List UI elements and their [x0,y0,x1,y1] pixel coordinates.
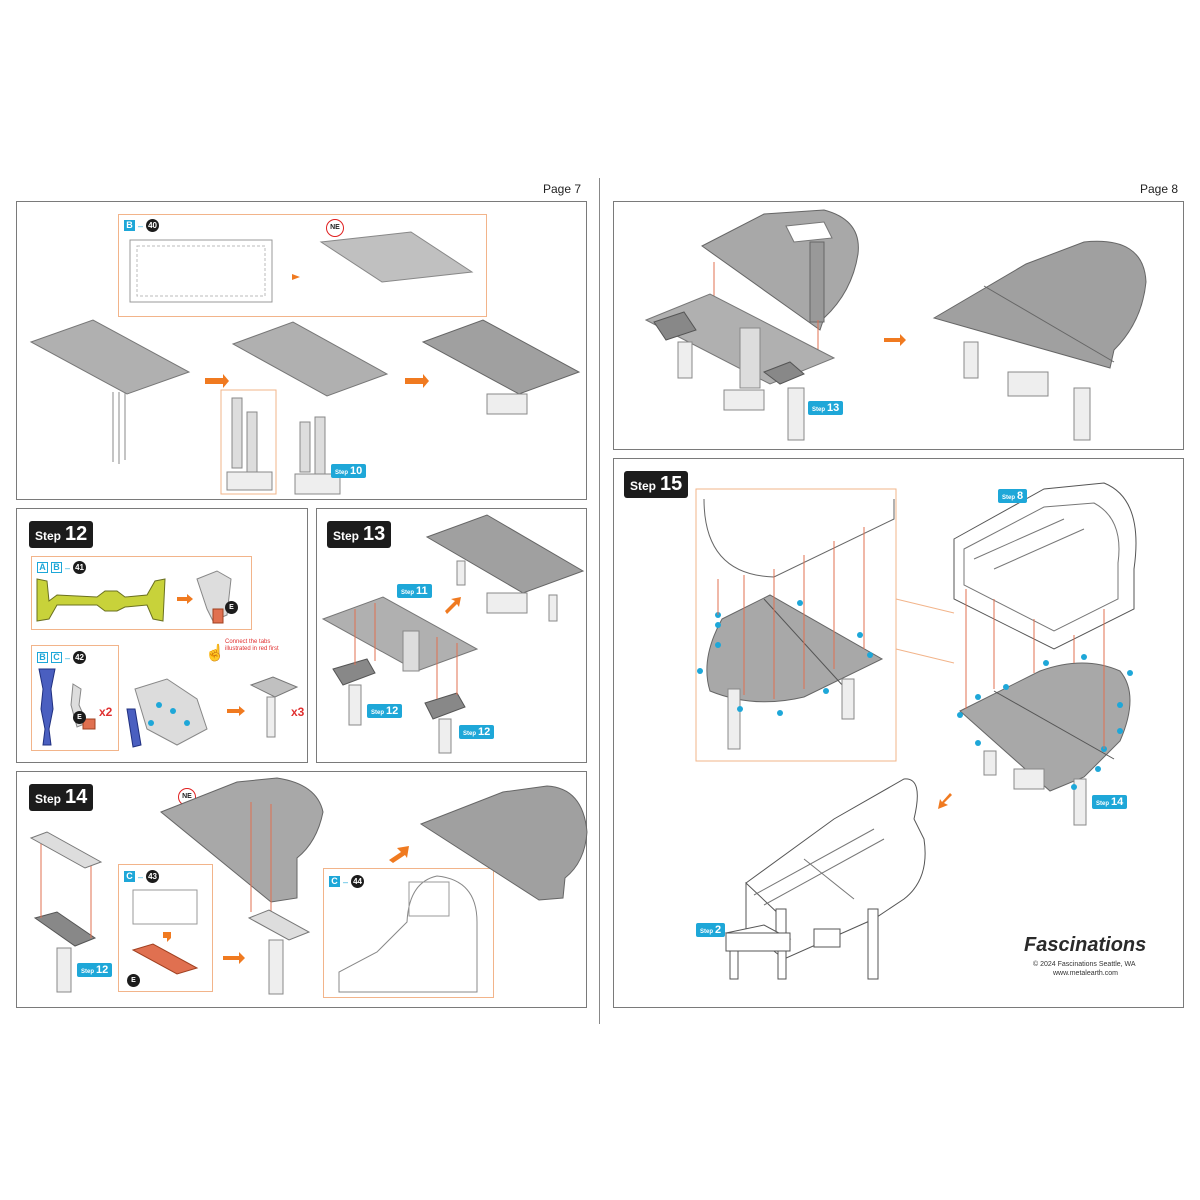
orange-arrow [389,846,409,863]
part-number: 40 [146,219,160,232]
copyright-text: © 2024 Fascinations Seattle, WA [1033,961,1136,968]
part-label-42: B C – 42 [37,651,87,664]
brand-logo: Fascinations [1024,934,1147,956]
part-e-marker: E [73,711,86,724]
orange-arrow [405,374,429,388]
page-number-right: Page 8 [1140,182,1179,196]
copyright-block: © 2024 Fascinations Seattle, WA www.meta… [1033,960,1136,978]
part-42-blue [38,668,56,746]
page-divider [599,178,600,1024]
part-label-44: C – 44 [329,875,365,888]
part-40-flat [129,239,273,303]
part-label-40: B – 40 [124,219,160,232]
instruction-note: Connect the tabs illustrated in red firs… [225,639,279,652]
base-plate [29,319,191,395]
step-13-drawing [321,514,585,754]
part-41-yellow [36,578,166,622]
website-url: www.metalearth.com [1053,970,1118,977]
part-label-41: A B – 41 [37,561,87,574]
multiplier-x3: x3 [291,705,305,719]
ne-marker: NE [326,219,344,237]
orange-arrow [884,334,906,346]
orange-arrow [227,706,245,716]
detail-box-part-43 [118,864,213,992]
orange-arrow [177,594,193,604]
multiplier-x2: x2 [99,705,113,719]
step-15-drawing [695,482,1137,980]
lid-assembly-drawing [644,209,1147,441]
pointing-hand-icon: ☝ [205,645,225,662]
base-plate-result [421,319,581,395]
part-e-marker: E [127,974,140,987]
lid-result [419,785,588,901]
part-label-43: C – 43 [124,870,160,883]
orange-arrow [223,952,245,964]
step-12-drawing [36,570,299,748]
step-14-drawing [29,777,588,995]
orange-arrow [292,274,300,280]
step-11-drawing [29,231,581,495]
lid-part [160,777,324,903]
part-e-marker: E [225,601,238,614]
base-plate-assembly [321,596,479,672]
part-letter: B [124,220,135,231]
base-plate-assembly [231,321,389,397]
orange-arrow [205,374,229,388]
orange-arrow [938,793,952,809]
page-number-left: Page 7 [543,182,582,196]
base-plate-result [425,514,585,594]
part-40-folded [319,231,474,283]
orange-arrow [445,597,461,614]
